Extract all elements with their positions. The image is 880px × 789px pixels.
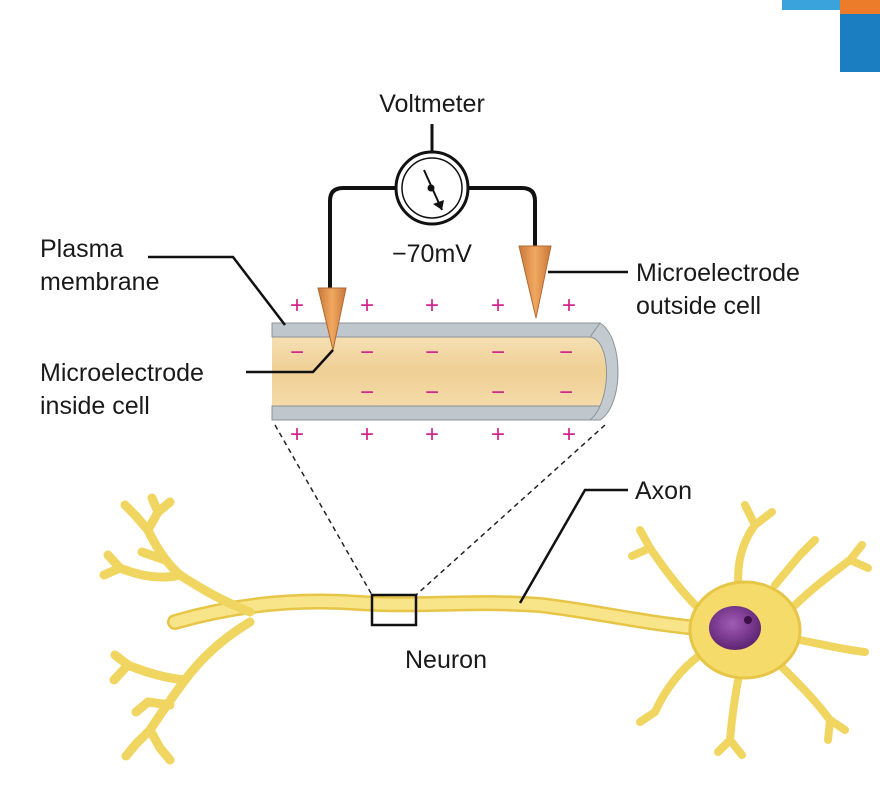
inside-minus-sign: − [559, 379, 573, 406]
leader-lines [148, 255, 628, 604]
nucleus [709, 606, 761, 650]
electrode-outside-label-line1: Microelectrode [636, 259, 800, 287]
neuron-label: Neuron [405, 646, 487, 674]
axon-leader [518, 488, 628, 604]
magnification-indicator [274, 424, 606, 627]
plasma-membrane-bottom [271, 405, 601, 421]
outside-plus-sign: + [562, 292, 576, 319]
inside-minus-sign: − [425, 379, 439, 406]
electrode-outside-label-line2: outside cell [636, 292, 761, 320]
outside-plus-sign: + [491, 421, 505, 448]
outside-plus-sign: + [562, 421, 576, 448]
charge-signs: + + + + + + + + + + − − − − − − − − − [290, 292, 576, 448]
magnified-region-box [370, 593, 418, 627]
voltmeter-dial [394, 124, 470, 226]
corner-decoration [782, 0, 880, 72]
outside-plus-sign: + [290, 421, 304, 448]
voltmeter-wires [328, 186, 537, 292]
outside-plus-sign: + [425, 292, 439, 319]
inside-minus-sign: − [491, 379, 505, 406]
labels: Voltmeter −70mV Plasma membrane Microele… [40, 90, 800, 674]
needle-arrowhead [433, 200, 444, 210]
plasma-membrane-label-line1: Plasma [40, 235, 123, 263]
outside-plus-sign: + [360, 421, 374, 448]
plasma-membrane-leader [148, 255, 286, 326]
inside-minus-sign: − [360, 379, 374, 406]
microelectrode-inside [317, 287, 347, 351]
outside-plus-sign: + [425, 421, 439, 448]
nucleolus [744, 616, 752, 624]
inside-minus-sign: − [290, 339, 304, 366]
electrode-inside-leader [246, 349, 334, 374]
inside-minus-sign: − [425, 339, 439, 366]
electrode-inside-label-line2: inside cell [40, 392, 150, 420]
outside-plus-sign: + [290, 292, 304, 319]
axon-label: Axon [635, 477, 692, 505]
neuron [99, 493, 872, 765]
inside-minus-sign: − [491, 339, 505, 366]
outside-plus-sign: + [360, 292, 374, 319]
electrode-inside-label-line1: Microelectrode [40, 359, 204, 387]
plasma-membrane-label-line2: membrane [40, 268, 160, 296]
outside-plus-sign: + [491, 292, 505, 319]
inside-minus-sign: − [360, 339, 374, 366]
membrane-cut-end [588, 322, 619, 421]
inside-minus-sign: − [559, 339, 573, 366]
voltage-reading: −70mV [392, 240, 472, 268]
voltmeter-label: Voltmeter [379, 90, 485, 118]
plasma-membrane-top [271, 322, 601, 338]
axon-segment [271, 322, 619, 421]
microelectrode-outside [518, 245, 552, 319]
